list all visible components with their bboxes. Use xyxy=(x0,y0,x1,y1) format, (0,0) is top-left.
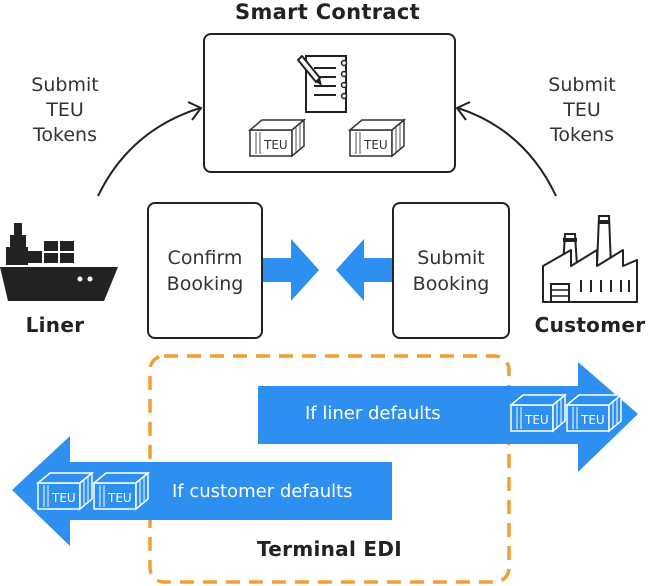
container-label: TEU xyxy=(524,413,549,427)
submit-tokens-right-label: Submit TEU Tokens xyxy=(527,73,637,148)
customer-defaults-label: If customer defaults xyxy=(172,481,353,502)
confirm-booking-line-1: Confirm xyxy=(167,247,243,269)
liner-label: Liner xyxy=(25,313,85,337)
contract-document-icon xyxy=(297,55,348,113)
ship-icon xyxy=(0,223,118,301)
submit-tokens-left-label: Submit TEU Tokens xyxy=(10,73,120,148)
container-label: TEU xyxy=(263,138,288,152)
submit-left-line-1: Submit xyxy=(31,74,99,96)
container-label: TEU xyxy=(107,491,132,505)
submit-right-line-1: Submit xyxy=(548,74,616,96)
confirm-booking-line-2: Booking xyxy=(166,273,244,295)
customer-arrow-container-icon-1: TEU xyxy=(35,471,95,511)
liner-arrow-container-icon-2: TEU xyxy=(564,393,624,433)
submit-right-line-3: Tokens xyxy=(550,124,614,146)
submit-booking-line-1: Submit xyxy=(417,247,485,269)
factory-icon xyxy=(542,215,638,303)
submit-booking-line-2: Booking xyxy=(412,273,490,295)
liner-arrow-container-icon-1: TEU xyxy=(508,393,568,433)
customer-label: Customer xyxy=(534,313,646,337)
smart-contract-title: Smart Contract xyxy=(235,0,420,24)
submit-booking-box: Submit Booking xyxy=(392,202,510,339)
container-label: TEU xyxy=(363,138,388,152)
submit-left-line-2: TEU xyxy=(46,99,84,121)
submit-left-line-3: Tokens xyxy=(33,124,97,146)
confirm-booking-box: Confirm Booking xyxy=(147,202,263,339)
submit-right-line-2: TEU xyxy=(563,99,601,121)
container-label: TEU xyxy=(580,413,605,427)
customer-arrow-container-icon-2: TEU xyxy=(91,471,151,511)
liner-defaults-label: If liner defaults xyxy=(305,403,441,424)
contract-container-icon-left: TEU xyxy=(247,118,307,158)
terminal-edi-title: Terminal EDI xyxy=(257,537,402,561)
left-arrow-icon xyxy=(336,239,392,301)
right-arrow-icon xyxy=(263,239,319,301)
container-label: TEU xyxy=(51,491,76,505)
contract-container-icon-right: TEU xyxy=(347,118,407,158)
